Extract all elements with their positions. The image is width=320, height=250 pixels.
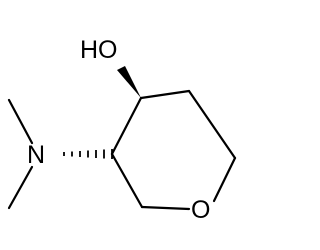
wedge-bond-c4-oh xyxy=(117,66,141,98)
molecule-structure: HO N O xyxy=(7,36,237,224)
hydroxyl-label: HO xyxy=(80,36,118,64)
ring-oxygen-label: O xyxy=(191,196,210,224)
bond-c6-o1 xyxy=(212,156,237,203)
nitrogen-label: N xyxy=(27,141,45,169)
bond-o1-c2 xyxy=(140,205,191,211)
bond-n-methyl-lower xyxy=(7,165,34,210)
bond-c5-c6 xyxy=(187,89,237,160)
hash-bond-c3-n xyxy=(63,149,113,159)
bond-c4-c5 xyxy=(139,89,191,100)
bond-c2-c3 xyxy=(110,152,144,209)
bond-c3-c4 xyxy=(110,96,143,156)
bond-n-methyl-upper xyxy=(7,98,34,145)
